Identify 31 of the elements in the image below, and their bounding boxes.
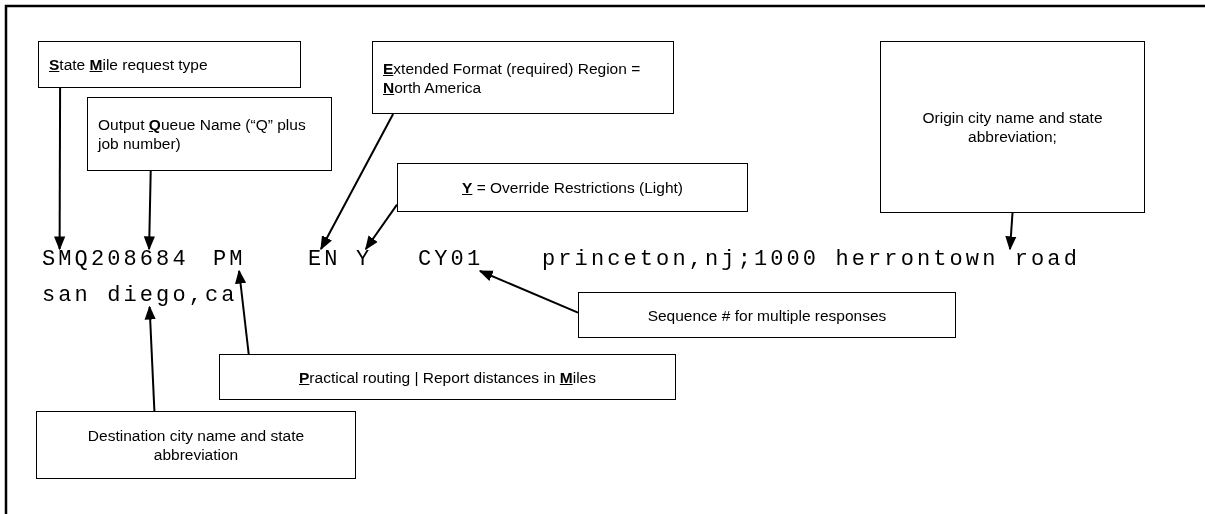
- command-token: PM: [213, 249, 246, 271]
- callout-box: [880, 41, 1145, 213]
- callout-text: Y = Override Restrictions (Light): [462, 178, 683, 197]
- command-token: SMQ208684: [42, 249, 189, 271]
- callout-text: Practical routing | Report distances in Miles: [299, 367, 596, 387]
- callout-box: [372, 41, 674, 114]
- arrow: [235, 269, 250, 355]
- command-token: CY01: [418, 249, 484, 271]
- arrow: [1005, 212, 1017, 251]
- callout-box: [36, 411, 356, 479]
- command-token: san diego,ca: [42, 285, 238, 307]
- callout-text: Extended Format (required) Region = North America: [383, 58, 642, 97]
- callout-text: Sequence # for multiple responses: [647, 305, 887, 325]
- callout-text: State Mile request type: [49, 55, 208, 74]
- arrow: [144, 305, 156, 412]
- arrow: [364, 203, 398, 251]
- callout-box: [578, 292, 956, 338]
- command-token: Y: [356, 249, 373, 271]
- callout-text: Destination city name and state abbreviation: [86, 426, 306, 464]
- callout-text: Output Queue Name (“Q” plus job number): [98, 115, 307, 153]
- arrow: [143, 170, 155, 251]
- callout-box: [219, 354, 676, 400]
- callout-box: [87, 97, 332, 171]
- arrow: [320, 113, 395, 251]
- callout-text: Origin city name and state abbreviation;: [921, 108, 1104, 146]
- arrow: [478, 270, 579, 314]
- command-token: princeton,nj;1000 herrontown road: [542, 249, 1080, 271]
- arrow: [54, 87, 66, 251]
- callout-box: [397, 163, 748, 212]
- command-token: EN: [308, 249, 341, 271]
- callout-box: [38, 41, 301, 88]
